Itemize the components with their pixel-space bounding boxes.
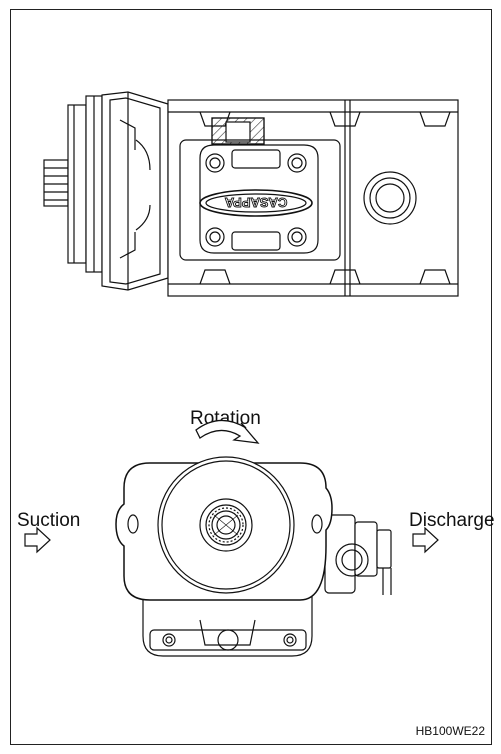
suction-label: Suction (17, 510, 81, 531)
suction-arrow-icon (24, 526, 51, 554)
outlet-fitting (324, 514, 392, 595)
port-cover-plate: CASAPPA (199, 144, 319, 254)
rotation-arrow-icon (195, 419, 260, 444)
brand-casting-text: CASAPPA (224, 195, 287, 210)
discharge-label: Discharge (409, 510, 495, 531)
side-port (363, 171, 417, 225)
mounting-flange (67, 95, 103, 273)
pump-side-view: CASAPPA (43, 91, 459, 297)
discharge-arrow-icon (412, 526, 439, 554)
figure-code: HB100WE22 (415, 724, 485, 738)
pump-front-view (115, 456, 392, 657)
splined-shaft (43, 159, 69, 207)
